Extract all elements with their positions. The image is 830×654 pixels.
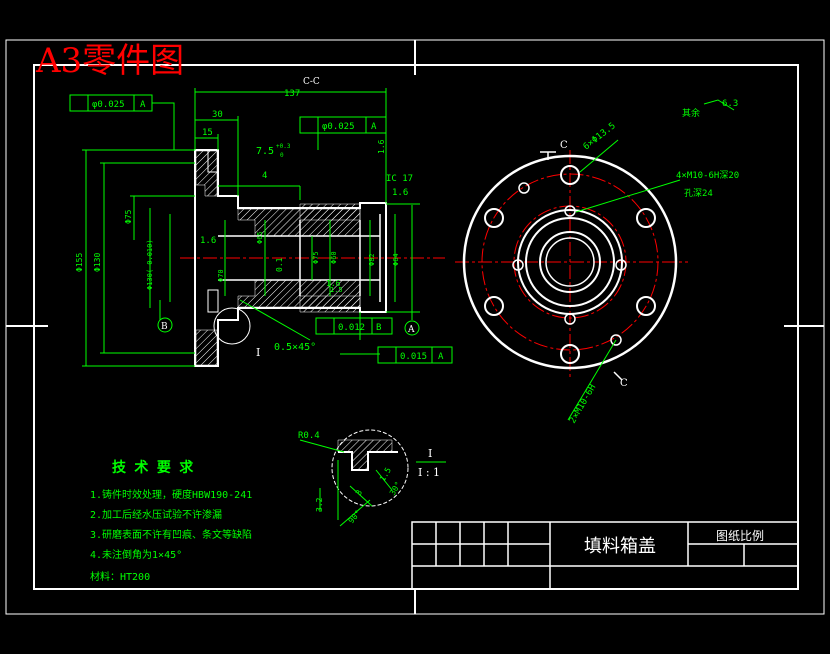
section-mark-bottom: C [620,378,628,389]
title-block [411,521,799,590]
gt2-value: φ0.025 [322,122,355,132]
hatch-flange-top [195,150,218,197]
dim-75b: Φ75 [312,251,320,264]
detail-scale: I : 1 [418,466,440,479]
detail-circle [213,307,251,345]
detail-30: 30° [388,480,403,497]
dim-130b: Φ130(-0.010) [146,239,154,290]
title-block-name: 填料箱盖 [584,536,656,557]
flange-outer-circle [462,154,678,370]
detail-r0-4: R0.4 [298,431,320,441]
gt4-value: 0.015 [400,352,427,362]
other-rough: 其余 [682,107,700,119]
datum-b-label: B [161,322,168,332]
rough-2: 1.6 [200,236,216,246]
detail-title: I [428,447,432,460]
rough-4: 1.6 [326,279,341,288]
section-mark-top: C [560,140,568,151]
gt2-datum: A [371,122,377,132]
dim-7-5-tol-up: +0.3 [276,143,291,150]
detail-callout: I [256,346,260,359]
section-label: C-C [303,77,320,87]
chamfer-dim: 0.5×45° [274,342,316,353]
dim-7-5-tol-lo: 0 [280,152,284,159]
detail-90: 90° [347,508,363,525]
hatch-flange-bottom [195,329,218,366]
holes-6-label: 6×Φ13.5 [582,121,618,152]
gt4-datum: A [438,352,444,362]
dim-65: Φ65 [256,231,264,244]
notes-title: 技 术 要 求 [112,459,194,476]
gt1-datum: A [140,100,146,110]
note-2: 2.加工后经水压试验不许渗漏 [90,508,222,521]
gt1-value: φ0.025 [92,100,125,110]
it17-label: IC 17 [386,174,413,184]
dim-60: Φ60 [330,251,338,264]
holes-4-label: 4×M10-6H深20 [676,170,739,181]
dim-70: Φ70 [217,269,225,282]
holes-4-depth: 孔深24 [684,188,713,199]
dim-82: Φ82 [368,253,376,266]
note-3: 3.研磨表面不许有凹痕、条文等缺陷 [90,528,252,541]
dim-0-1: 0.1 [275,257,284,272]
material-note: 材料：HT200 [90,570,150,583]
technical-notes: 技 术 要 求 1.铸件时效处理，硬度HBW190-241 2.加工后经水压试验… [90,459,252,583]
note-4: 4.未注倒角为1×45° [90,548,182,561]
dim-130: Φ130 [93,253,102,272]
sheet-label: A3零件图 [35,41,184,81]
gt3-value: 0.012 [338,323,365,333]
outer-border [5,39,825,615]
dim-137: 137 [284,89,300,99]
rough-3: 1.6 [377,139,386,154]
dim-155: Φ155 [75,253,84,272]
dim-75: Φ75 [124,209,133,224]
detail-1-5: 1.5 [378,466,393,483]
section-view: I [69,77,453,367]
detail-3: 3 [354,488,364,497]
datum-a-label: A [407,325,415,335]
gt3-datum: B [376,323,381,333]
dim-64: Φ64 [392,253,400,266]
front-view: C C 6×Φ13.5 4×M10-6H深20 孔深24 2×M10-6H 其余… [455,99,739,426]
holes-2-label: 2×M10-6H [568,383,598,426]
dim-30: 30 [212,110,223,120]
detail-3-2: 3.2 [315,497,324,512]
title-block-scale: 图纸比例 [716,529,764,543]
note-1: 1.铸件时效处理，硬度HBW190-241 [90,488,252,501]
bolt-circle [481,173,659,351]
dim-4: 4 [262,171,267,181]
rough-1: 1.6 [392,188,408,198]
dim-15: 15 [202,128,213,138]
other-rough-value: 6.3 [722,99,738,109]
dim-1-5: 1.5 [330,286,343,294]
detail-view: R0.4 3.2 3 1.5 30° 90° I I : 1 [298,429,446,527]
dim-7-5: 7.5 [256,146,274,157]
